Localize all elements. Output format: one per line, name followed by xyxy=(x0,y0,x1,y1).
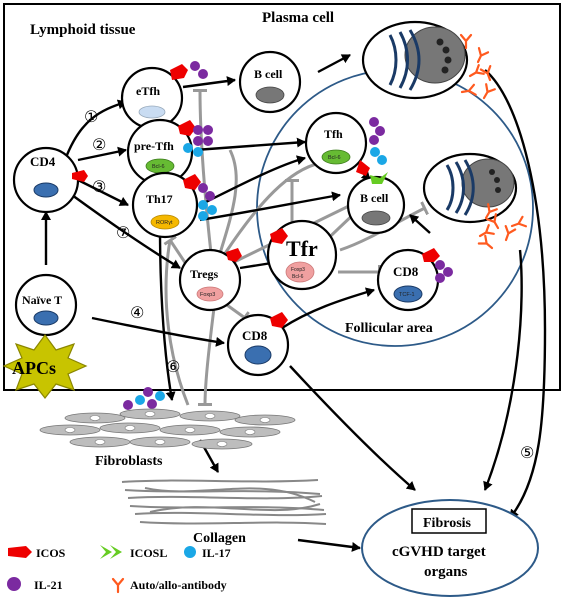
pathway-2: ② xyxy=(92,135,106,154)
fibroblasts xyxy=(39,408,296,450)
cd4-cell: CD4 xyxy=(12,146,88,214)
cd8-follicle-label: CD8 xyxy=(393,264,419,279)
bcl6-marker-tfh: Bcl-6 xyxy=(328,155,341,161)
tcf1-marker: TCF-1 xyxy=(399,292,415,298)
apcs-label: APCs xyxy=(12,358,56,378)
naive-t-label: Naïve T xyxy=(22,293,62,307)
pathway-5: ⑤ xyxy=(520,443,534,462)
tfr-cell: Tfr Foxp3 Bcl-6 xyxy=(266,219,338,291)
bcl6-marker-tfr: Bcl-6 xyxy=(292,274,304,280)
b-cell-top: B cell xyxy=(238,50,302,114)
apcs-cell: APCs xyxy=(2,333,88,399)
icos-legend-icon xyxy=(8,546,32,558)
pathway-1: ① xyxy=(84,107,98,126)
pre-tfh-label: pre-Tfh xyxy=(134,139,174,153)
b-cell-follicle-label: B cell xyxy=(360,191,389,205)
foxp3-marker-tregs: Foxp3 xyxy=(200,292,215,298)
tfh-label: Tfh xyxy=(324,127,343,141)
pathway-3: ③ xyxy=(92,177,106,196)
rorgt-marker: RORγt xyxy=(156,220,173,226)
foxp3-marker-tfr: Foxp3 xyxy=(291,267,305,273)
tfr-label: Tfr xyxy=(286,236,318,261)
legend-il21: IL-21 xyxy=(34,578,63,592)
lymphoid-tissue-frame xyxy=(3,3,561,391)
plasma-cell-label: Plasma cell xyxy=(262,10,334,26)
collagen-fibers xyxy=(121,479,327,525)
cd4-nucleus xyxy=(33,182,59,198)
icosl-legend-icon xyxy=(100,545,122,559)
cd8-outer-label: CD8 xyxy=(242,328,268,343)
naive-t-cell: Naïve T xyxy=(14,273,78,337)
legend-icos: ICOS xyxy=(36,546,66,560)
antibody-legend-icon xyxy=(111,577,125,594)
etfh-label: eTfh xyxy=(136,84,160,98)
tregs-label: Tregs xyxy=(190,267,219,281)
pathway-4: ④ xyxy=(130,303,144,322)
lymphoid-tissue-label: Lymphoid tissue xyxy=(30,22,136,38)
activation-arrows xyxy=(41,53,547,552)
cgvhd-line2: organs xyxy=(424,564,468,580)
cd8-cell-follicle: CD8 TCF-1 xyxy=(376,248,453,312)
fibroblasts-label: Fibroblasts xyxy=(95,454,163,469)
fibrosis-box xyxy=(411,508,487,534)
cd4-label: CD4 xyxy=(30,154,56,169)
th17-cell: Th17 RORγt xyxy=(131,171,217,239)
icos-marker xyxy=(72,170,88,182)
fibrosis-label: Fibrosis xyxy=(423,516,472,531)
cytokines-fibroblast xyxy=(123,387,165,410)
tfh-cell: Tfh Bcl-6 xyxy=(304,111,387,176)
legend-icosl: ICOSL xyxy=(130,546,167,560)
il17-legend-icon xyxy=(184,546,196,558)
pathway-6: ⑥ xyxy=(166,357,180,376)
b-cell-top-label: B cell xyxy=(254,67,283,81)
follicular-area-label: Follicular area xyxy=(345,321,433,336)
collagen-label: Collagen xyxy=(193,531,246,546)
cgvhd-target-organs: Fibrosis cGVHD target organs xyxy=(361,499,539,597)
tregs-cell: Tregs Foxp3 xyxy=(178,248,242,312)
plasma-cell-follicle xyxy=(422,152,518,224)
pathway-7: ⑦ xyxy=(116,223,130,242)
th17-label: Th17 xyxy=(146,192,173,206)
il21-legend-icon xyxy=(7,577,21,591)
bcl6-marker-pre-tfh: Bcl-6 xyxy=(152,164,165,170)
legend-antibody: Auto/allo-antibody xyxy=(130,578,227,592)
pathway-numbers: ① ② ③ ④ ⑤ ⑥ ⑦ xyxy=(84,107,534,462)
plasma-cell-top xyxy=(361,20,469,100)
legend: ICOS ICOSL IL-17 IL-21 Auto/allo-antibod… xyxy=(7,545,231,594)
cgvhd-line1: cGVHD target xyxy=(392,544,486,560)
etfh-cell: eTfh xyxy=(120,61,208,130)
b-cell-follicle: B cell xyxy=(346,172,406,235)
cd8-cell-outer: CD8 xyxy=(226,312,290,377)
legend-il17: IL-17 xyxy=(202,546,231,560)
pre-tfh-cell: pre-Tfh Bcl-6 xyxy=(126,118,213,186)
